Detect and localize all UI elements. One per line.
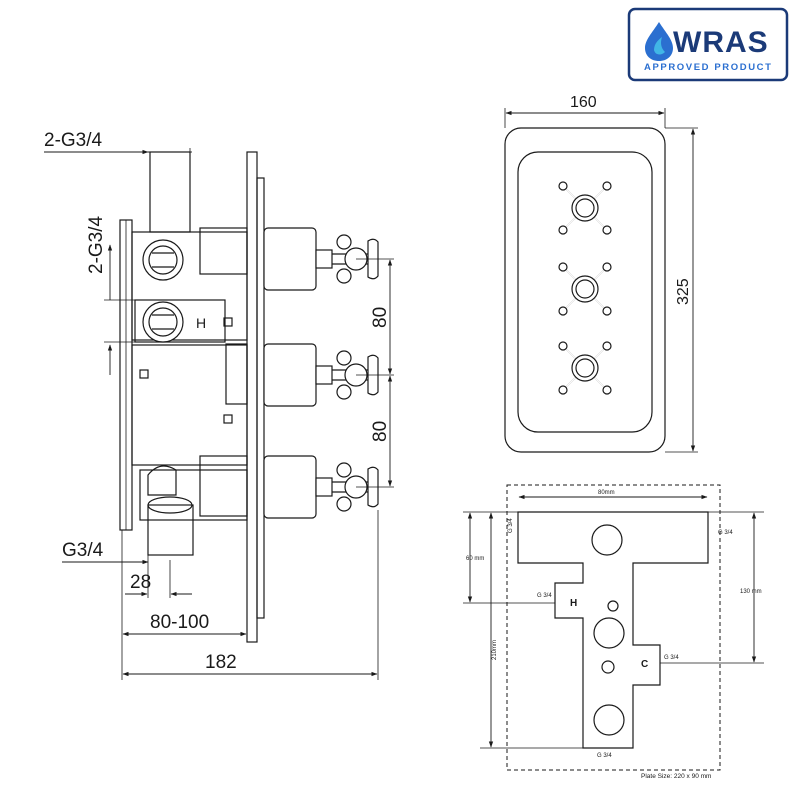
cartridge-1	[199, 227, 248, 275]
plate-dashed-outline	[506, 484, 721, 771]
shroud-2	[263, 343, 317, 407]
inlet-vertical-label: 2-G3/4	[86, 215, 107, 274]
front-handle-1	[558, 181, 612, 235]
plate-right-height: 130 mm	[740, 589, 762, 595]
front-view: 160 325	[504, 94, 698, 453]
port-c-label: G 3/4	[664, 655, 679, 661]
port-h-label: G 3/4	[537, 593, 552, 599]
plate-left-height: 60 mm	[466, 556, 484, 562]
port-top-right: G 3/4	[718, 530, 733, 536]
outlet-elbow	[147, 465, 177, 496]
cartridge-3	[199, 455, 248, 517]
side-wall-plate	[246, 151, 258, 643]
front-width: 160	[570, 94, 597, 111]
outlet-label: G3/4	[62, 540, 104, 561]
dim-outlet-28: 28	[130, 572, 151, 593]
wras-badge-border	[627, 7, 789, 82]
plate-width: 80mm	[598, 490, 615, 496]
plate-drawing: H C G 3/4 G 3/4 G 3/4 G 3/4 G 3/4 80mm 6…	[463, 484, 764, 780]
plate-t-shape	[517, 511, 709, 749]
side-view: H 2-G3/4 2-G3/4 G3/4	[44, 130, 394, 680]
water-drop-icon	[645, 22, 673, 61]
plate-hole-small-1	[607, 600, 619, 612]
front-handle-3	[558, 341, 612, 395]
front-inner-panel	[517, 151, 653, 433]
inlet-top-label: 2-G3/4	[44, 130, 103, 151]
port-bottom-label: G 3/4	[597, 753, 612, 759]
cartridge-2	[225, 343, 248, 405]
front-outer-plate	[504, 127, 666, 453]
plate-hole-bottom	[593, 704, 625, 736]
top-inlet-pipe	[149, 151, 191, 233]
wras-badge: WRAS APPROVED PRODUCT	[627, 7, 789, 82]
shroud-1	[263, 227, 317, 291]
front-handle-2	[558, 262, 612, 316]
wras-subtitle: APPROVED PRODUCT	[644, 62, 773, 73]
port-top-left: G 3/4	[508, 518, 514, 533]
plate-total-height: 210mm	[492, 640, 498, 660]
shroud-3	[263, 455, 317, 519]
plate-hot-label: H	[570, 598, 577, 609]
side-hot-label: H	[196, 315, 206, 331]
plate-size-note: Plate Size: 220 x 90 mm	[641, 773, 711, 780]
dim-spacing-2: 80	[370, 421, 391, 442]
wras-brand: WRAS	[673, 26, 769, 59]
dim-depth: 80-100	[150, 612, 209, 633]
dim-total: 182	[205, 652, 237, 673]
front-height: 325	[675, 278, 692, 305]
outlet-pipe	[147, 504, 194, 556]
plate-hole-middle	[593, 617, 625, 649]
plate-hole-top	[591, 524, 623, 556]
plate-cold-label: C	[641, 659, 648, 670]
plate-hole-small-2	[601, 660, 615, 674]
dim-spacing-1: 80	[370, 307, 391, 328]
valve-body-middle	[131, 344, 248, 466]
side-plate-lip	[256, 177, 265, 619]
